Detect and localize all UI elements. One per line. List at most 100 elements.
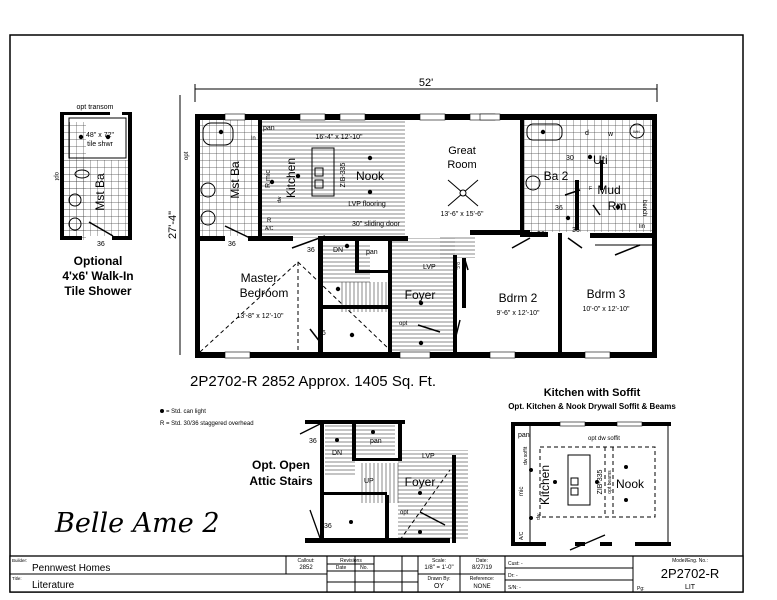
door-size: 36 xyxy=(309,438,317,445)
revisions-no-header: No. xyxy=(360,565,368,571)
master-bath-label: Mst Ba xyxy=(93,173,107,211)
drawn-by-value: OY xyxy=(434,583,444,590)
door-size: 36 xyxy=(97,241,105,248)
door-size: 36 xyxy=(318,330,326,337)
ac-label: A/C xyxy=(519,531,525,540)
kitchen-label: Kitchen xyxy=(538,465,552,505)
title-block: Builder: Pennwest Homes Title: Literatur… xyxy=(9,555,744,593)
sink xyxy=(200,182,216,198)
pantry-label: pan xyxy=(263,125,275,132)
kitchen-island xyxy=(311,147,335,197)
stairs-down-label: DN xyxy=(333,247,343,254)
bath2-label: Ba 2 xyxy=(544,169,569,183)
island-label: ZIB-335 xyxy=(597,469,604,494)
door-size: 36 xyxy=(307,247,315,254)
pantry-label: pan xyxy=(518,432,530,439)
great-room-size: 13'-6" x 15'-6" xyxy=(440,211,484,218)
builder-label: Builder: xyxy=(12,558,27,563)
pantry-label: pan xyxy=(370,438,382,445)
door-size: 36 xyxy=(537,231,545,238)
kitchen-soffit-option-plan: Kitchen with Soffit Opt. Kitchen & Nook … xyxy=(508,387,676,551)
ac-label: A/C xyxy=(265,226,274,232)
overhead-label: R xyxy=(267,218,272,224)
attic-option-title-2: Attic Stairs xyxy=(249,474,313,488)
width-dimension: 52' xyxy=(419,77,433,89)
soffit-option-subtitle: Opt. Kitchen & Nook Drywall Soffit & Bea… xyxy=(508,402,676,411)
revisions-label: Revisions xyxy=(340,558,362,564)
opt-label: opt xyxy=(400,510,409,516)
stairs-up-label: UP xyxy=(364,478,374,485)
mud-room-label-2: Rm xyxy=(608,199,627,213)
dw-label: dw xyxy=(536,513,542,520)
furnace-label: F xyxy=(589,186,592,192)
reference-label: Reference: xyxy=(470,576,494,582)
nook-label: Nook xyxy=(356,169,385,183)
shower-label: tile shwr xyxy=(87,141,113,148)
lvp-label: LVP xyxy=(423,264,436,271)
nook-label: Nook xyxy=(616,477,645,491)
opt-window-label: opt xyxy=(53,172,59,181)
kitchen-label: Kitchen xyxy=(284,158,298,198)
bathtub xyxy=(526,123,563,141)
bathtub xyxy=(202,122,234,146)
master-bedroom-size: 13'-8" x 12'-10" xyxy=(237,313,284,320)
dealer-field: Dr: - xyxy=(508,573,518,579)
island-label: ZIB-335 xyxy=(340,162,347,187)
shower-size: 48" x 72" xyxy=(86,132,114,139)
soffit-option-title: Kitchen with Soffit xyxy=(544,387,641,399)
title-label: Title: xyxy=(12,576,22,581)
customer-field: Cust: - xyxy=(508,561,523,567)
master-bedroom-label-2: Bedroom xyxy=(240,286,289,300)
shower-option-plan: opt transom 48" x 72" tile shwr opt Mst … xyxy=(53,104,134,298)
serial-number-field: S/N: - xyxy=(508,585,521,591)
door-size: 36 xyxy=(555,205,563,212)
attic-stairs-option-plan: 36 DN UP pan LVP Foyer opt 36 Opt. Open … xyxy=(249,420,468,543)
washer-label: w xyxy=(607,131,614,138)
shower-option-title-2: 4'x6' Walk-In xyxy=(62,269,133,283)
door-size: 36 xyxy=(228,241,236,248)
sink xyxy=(200,210,216,226)
legend-overhead: R = Std. 30/36 staggered overhead xyxy=(160,421,254,427)
door-size: 36 xyxy=(572,227,580,234)
opt-label: opt xyxy=(399,321,408,327)
ceiling-fan-icon xyxy=(447,179,479,207)
linen-label: ln xyxy=(251,136,256,142)
door-size: 30 xyxy=(566,155,574,162)
great-room-label: Great xyxy=(448,145,476,157)
stairs-down-label: DN xyxy=(332,450,342,457)
linen-closet-label: lin xyxy=(639,224,645,230)
builder-value: Pennwest Homes xyxy=(32,563,110,574)
legend-can-light: = Std. can light xyxy=(166,409,206,415)
page-label: Pg: xyxy=(637,586,645,592)
bench-label: bench xyxy=(641,200,647,216)
microwave-label: mic xyxy=(519,487,525,496)
foyer-label: Foyer xyxy=(405,288,436,302)
opt-window-label: opt xyxy=(184,151,190,160)
microwave-label: R mic xyxy=(265,170,272,188)
lvp-flooring-label: LVP flooring xyxy=(348,201,386,208)
bedroom2-size: 9'-6" x 12'-10" xyxy=(496,310,540,317)
page-value: LIT xyxy=(685,584,696,591)
soffit-outline xyxy=(539,446,656,518)
dw-soffit-label: dw soffit xyxy=(523,446,529,465)
date-label: Date: xyxy=(476,558,488,564)
water-heater-icon xyxy=(629,123,645,139)
callout-label: Callout: xyxy=(298,558,315,564)
title-value: Literature xyxy=(32,580,75,591)
sliding-door-label: 30" sliding door xyxy=(352,221,401,228)
bedroom3-size: 10'-0" x 12'-10" xyxy=(583,306,630,313)
model-number-label: Model/Eng. No.: xyxy=(672,558,708,564)
kitchen-size: 16'-4" x 12'-10" xyxy=(316,134,363,141)
scale-value: 1/8" = 1'-0" xyxy=(424,565,453,571)
master-bath-label: Mst Ba xyxy=(228,161,242,199)
shower-option-title-3: Tile Shower xyxy=(64,284,131,298)
great-room-label-2: Room xyxy=(447,159,476,171)
callout-value: 2852 xyxy=(299,565,313,571)
bedroom2-label: Bdrm 2 xyxy=(499,291,538,305)
pantry-label: pan xyxy=(366,249,378,256)
main-floor-plan: 52' 27'-4" xyxy=(167,77,658,390)
opt-dw-soffit-label: opt dw soffit xyxy=(588,436,620,442)
can-lights xyxy=(218,129,621,346)
scale-label: Scale: xyxy=(432,558,446,564)
